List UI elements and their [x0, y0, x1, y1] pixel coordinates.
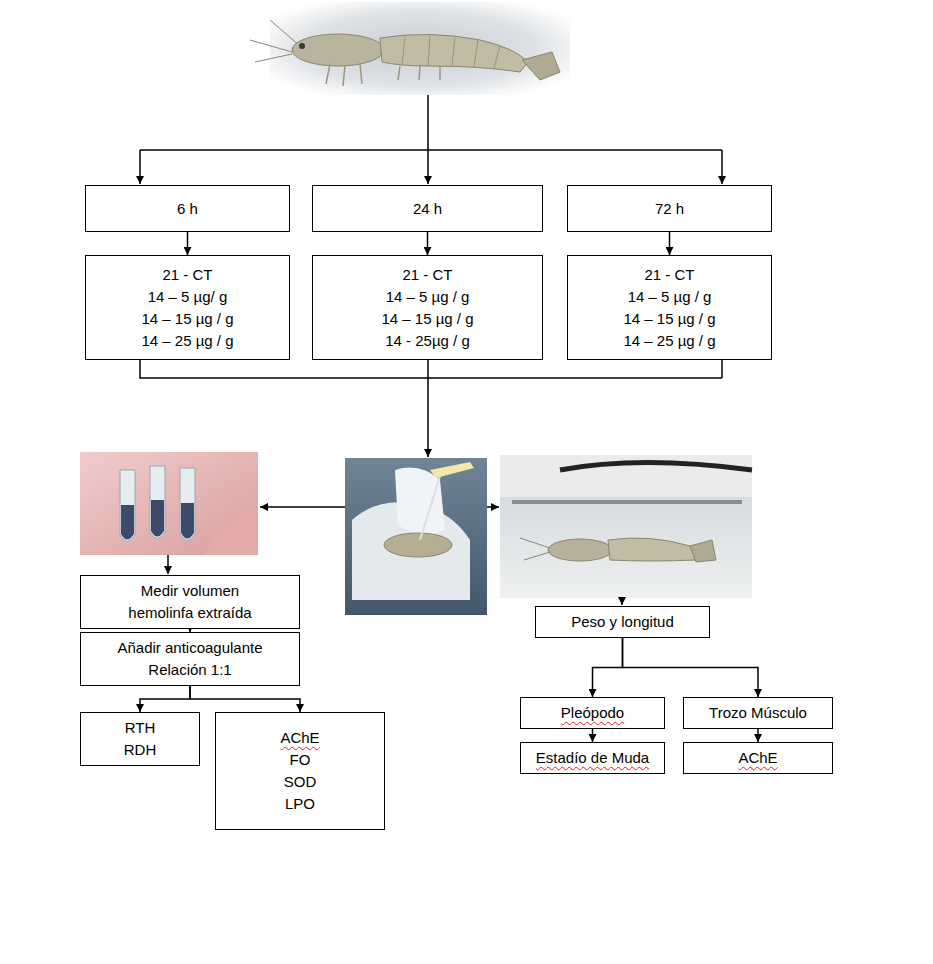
box-text: 14 – 5 µg / g	[628, 286, 712, 308]
tubes-photo	[80, 452, 258, 555]
box-text: RDH	[124, 739, 157, 761]
flow-arrow	[427, 150, 429, 184]
connector-arrow	[140, 686, 190, 712]
connector-arrow	[190, 686, 300, 712]
box-text: 14 – 15 µg / g	[141, 308, 233, 330]
box-text: Pleópodo	[561, 702, 624, 724]
connector-arrow	[623, 638, 759, 697]
box-text: SOD	[284, 771, 317, 793]
analysis-box: AChEFOSODLPO	[215, 712, 385, 830]
box-text: AChE	[738, 747, 777, 769]
connector-arrow	[669, 232, 671, 255]
flow-arrow	[260, 506, 345, 508]
box-text: 14 – 25 µg / g	[141, 330, 233, 352]
box-text: 14 – 15 µg / g	[381, 308, 473, 330]
box-text: Estadío de Muda	[536, 747, 649, 769]
connector-arrow	[593, 638, 623, 697]
box-text: AChE	[280, 727, 319, 749]
process-box: Medir volumen hemolinfa extraída	[80, 575, 300, 629]
box-text: Peso y longitud	[571, 611, 674, 633]
connector-arrow	[187, 232, 189, 255]
flow-line	[427, 95, 429, 150]
box-text: 21 - CT	[162, 264, 212, 286]
time-box: 24 h	[312, 185, 543, 232]
flow-arrow	[721, 150, 723, 184]
flow-arrow	[139, 150, 141, 184]
connector-arrow	[427, 232, 429, 255]
box-text: FO	[290, 749, 311, 771]
analysis-box: AChE	[683, 742, 833, 774]
flow-arrow	[487, 506, 499, 508]
flow-arrow	[427, 378, 429, 457]
box-text: Medir volumen hemolinfa extraída	[115, 580, 265, 624]
flow-line	[140, 149, 722, 151]
box-text: 14 - 25µg / g	[385, 330, 470, 352]
flow-arrow	[167, 555, 169, 574]
time-box: 6 h	[85, 185, 290, 232]
treatment-box: 21 - CT14 – 5 µg / g14 – 15 µg / g14 - 2…	[312, 255, 543, 360]
box-text: 14 – 5 µg / g	[386, 286, 470, 308]
box-text: RTH	[125, 717, 156, 739]
treatment-box: 21 - CT14 – 5 µg/ g14 – 15 µg / g14 – 25…	[85, 255, 290, 360]
box-text: Añadir anticoagulante Relación 1:1	[105, 637, 275, 681]
analysis-box: Estadío de Muda	[520, 742, 665, 774]
scale-photo	[500, 455, 752, 598]
connector-arrow	[592, 729, 594, 742]
box-text: Trozo Músculo	[709, 702, 807, 724]
box-text: LPO	[285, 793, 315, 815]
process-box: Trozo Músculo	[683, 697, 833, 729]
process-box: Pleópodo	[520, 697, 665, 729]
process-box: Peso y longitud	[535, 606, 710, 638]
shrimp-photo	[250, 2, 570, 95]
box-text: 72 h	[655, 198, 684, 220]
flow-arrow	[621, 598, 623, 605]
analysis-box: RTHRDH	[80, 712, 200, 766]
box-text: 14 – 5 µg/ g	[148, 286, 228, 308]
box-text: 21 - CT	[644, 264, 694, 286]
box-text: 6 h	[177, 198, 198, 220]
box-text: 14 – 25 µg / g	[623, 330, 715, 352]
box-text: 21 - CT	[402, 264, 452, 286]
connector-arrow	[757, 729, 759, 742]
time-box: 72 h	[567, 185, 772, 232]
extraction-photo	[345, 458, 487, 615]
process-box: Añadir anticoagulante Relación 1:1	[80, 632, 300, 686]
treatment-box: 21 - CT14 – 5 µg / g14 – 15 µg / g14 – 2…	[567, 255, 772, 360]
flow-line	[140, 360, 722, 378]
box-text: 14 – 15 µg / g	[623, 308, 715, 330]
box-text: 24 h	[413, 198, 442, 220]
